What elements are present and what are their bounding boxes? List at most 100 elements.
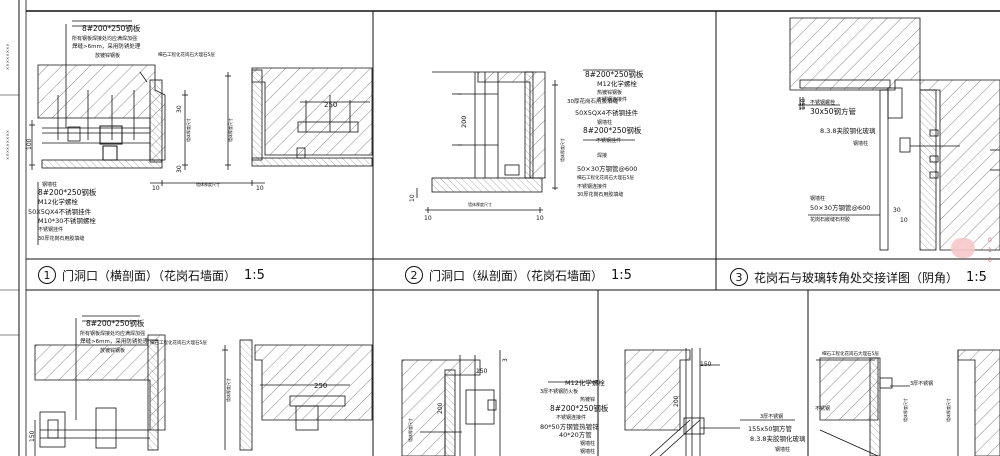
r3: 热镀锌钢板 — [597, 89, 622, 96]
label-b5: M10*30不锈钢螺栓 — [38, 216, 96, 225]
detail-4-labels: 8#200*250钢板 所有钢板焊接处均应满焊加强 焊缝>6mm，采用防锈处理 … — [29, 318, 327, 442]
stone-base-right — [251, 157, 373, 167]
dim-10b: 10 — [424, 215, 432, 222]
dim-bottom: 墙体厚度尺寸 — [196, 181, 220, 187]
spec-plate-label: 8#200*250钢板 — [82, 23, 141, 33]
caption-title-2: 门洞口（纵剖面）（花岗石墙面） — [429, 268, 604, 283]
dim-250: 250 — [324, 101, 337, 109]
dim-10a: 10 — [152, 185, 160, 192]
detail-2 — [416, 69, 635, 213]
dim-3: 3 — [502, 358, 509, 362]
dim-150: 150 — [700, 361, 712, 368]
detail-4 — [34, 315, 373, 456]
title-strip-text-2: ××××××××× — [5, 130, 10, 160]
dim-10c: 10 — [536, 215, 544, 222]
detail-2-labels: 8#200*250钢板 M12化学螺栓 热镀锌钢板 不锈钢连接件 30厚花岗石用… — [409, 69, 644, 222]
r2: 不锈钢 — [815, 405, 830, 412]
dim-v: 墙体厚度尺寸 — [407, 418, 413, 442]
caption-detail-1: 1 门洞口（横剖面）（花岗石墙面） 1:5 — [38, 266, 265, 284]
floating-badge[interactable] — [951, 238, 975, 258]
caption-detail-3: 3 花岗石与玻璃转角处交接详图（阴角） 1:5 — [730, 268, 987, 286]
detail-6-labels: 150 200 3厚不锈钢 155x50钢方管 8.3.8夹胶钢化玻璃 钢墙柱 — [673, 361, 806, 453]
dim-200: 200 — [460, 116, 468, 128]
r9: 不锈钢挂件 — [596, 137, 621, 144]
r12: 细石工程化花岗石大理石5层 — [577, 174, 634, 181]
wall-hatch-right — [254, 344, 373, 421]
note-galv: 放镀锌钢板 — [100, 347, 125, 354]
r2: 155x50钢方管 — [748, 424, 793, 433]
detail-1-labels: 8#200*250钢板 所有钢板焊接处均应满焊加强 焊缝>6mm，采用防锈处理 … — [26, 23, 337, 242]
l7: 花岗石嵌缝石材胶 — [810, 216, 850, 223]
note-weld: 所有钢板焊接处均应满焊加强 — [72, 35, 137, 42]
r3: 8.3.8夹胶钢化玻璃 — [750, 434, 806, 443]
dim-150: 150 — [476, 368, 488, 375]
stone-base-left — [41, 159, 163, 169]
side-note: 细石工程化花岗石大理石5层 — [150, 339, 207, 346]
top-note: 细石工程化花岗石大理石5层 — [822, 350, 879, 357]
detail-6 — [624, 348, 795, 456]
r3: 热镀锌 — [580, 396, 595, 403]
detail-1 — [29, 20, 373, 245]
label-b4: 50X5QX4不锈钢挂件 — [28, 207, 92, 216]
r1: 3厚不锈钢 — [760, 413, 783, 420]
edge-digit-2: 1 — [988, 247, 992, 254]
label-b3: M12化学螺栓 — [38, 197, 78, 206]
label-b7: 30厚花岗石用胶填缝 — [38, 235, 84, 242]
note-weld-2: 焊缝>6mm，采用防锈处理 — [72, 42, 141, 50]
wall-hatch — [789, 17, 921, 91]
dim-100: 100 — [26, 138, 33, 150]
dim-30b: 30 — [176, 165, 183, 173]
r7: 钢墙柱 — [597, 119, 612, 126]
r8: 8#200*250钢板 — [583, 125, 642, 135]
l6: 50×30方钢管@600 — [810, 203, 870, 212]
mullion — [887, 87, 903, 119]
l2: 30x50钢方管 — [810, 106, 857, 116]
r4: 不锈钢连接件 — [597, 96, 627, 103]
caption-title-1: 门洞口（横剖面）（花岗石墙面） — [62, 268, 237, 283]
caption-title-3: 花岗石与玻璃转角处交接详图（阴角） — [754, 270, 959, 285]
edge-digit-3: 0 — [988, 257, 992, 264]
dim-bottom: 墙体厚度尺寸 — [468, 201, 492, 207]
stone-cladding-right — [251, 69, 263, 161]
label-b6: 不锈钢挂件 — [38, 226, 63, 233]
l1: 不锈钢螺栓 — [810, 99, 835, 106]
dim-30a: 30 — [176, 105, 183, 113]
r1: 3厚不锈钢 — [910, 380, 933, 387]
detail-3 — [789, 17, 1000, 251]
dim-10b: 10 — [256, 185, 264, 192]
dim-150: 150 — [29, 430, 36, 442]
detail-5 — [401, 350, 598, 456]
dim-v: 墙体厚度尺寸 — [902, 398, 908, 422]
r11: 50×30方钢管@600 — [577, 164, 637, 173]
label-b2: 8#200*250钢板 — [38, 187, 97, 197]
r5: 30厚花岗石用胶填缝 — [567, 97, 618, 105]
r2: 3厚不锈钢防火板 — [540, 388, 578, 395]
detail-number-1: 1 — [38, 266, 56, 284]
l3: 8.3.8夹胶钢化玻璃 — [820, 126, 876, 135]
r4: 8#200*250钢板 — [550, 403, 609, 413]
dim-v1: 墙体厚度尺寸 — [185, 118, 191, 142]
l5: 钢墙柱 — [810, 195, 825, 202]
r2: M12化学螺栓 — [597, 79, 637, 88]
note-weld-2: 焊缝>6mm，采用防锈处理 — [80, 337, 149, 345]
title-strip-text-1: ×××××××× — [5, 43, 10, 70]
r5: 不锈钢连接件 — [556, 414, 586, 421]
dim-v: 墙体厚度尺寸 — [559, 138, 565, 162]
note-galv: 放镀锌钢板 — [95, 52, 120, 59]
wall-hatch-right — [251, 67, 373, 156]
title-strip: ×××××××× ××××××××× — [0, 0, 27, 456]
r6: 50X5QX4不锈钢挂件 — [575, 108, 639, 117]
detail-7 — [816, 349, 1000, 456]
note-weld: 所有钢板焊接处均应满焊加强 — [80, 330, 145, 337]
dim-10: 10 — [900, 217, 908, 224]
dim-150: 150 — [800, 98, 807, 110]
sheet-grid — [26, 10, 1000, 456]
r1: M12化学螺栓 — [565, 378, 605, 387]
detail-7-labels: 细石工程化花岗石大理石5层 3厚不锈钢 不锈钢 墙体厚度尺寸 墙体厚度尺寸 — [815, 350, 951, 422]
detail-number-3: 3 — [730, 268, 748, 286]
edge-digits: 0 1 0 — [988, 236, 992, 266]
dim-200: 200 — [437, 402, 444, 414]
dim-200: 200 — [673, 395, 680, 407]
r10: 焊接 — [597, 152, 607, 159]
